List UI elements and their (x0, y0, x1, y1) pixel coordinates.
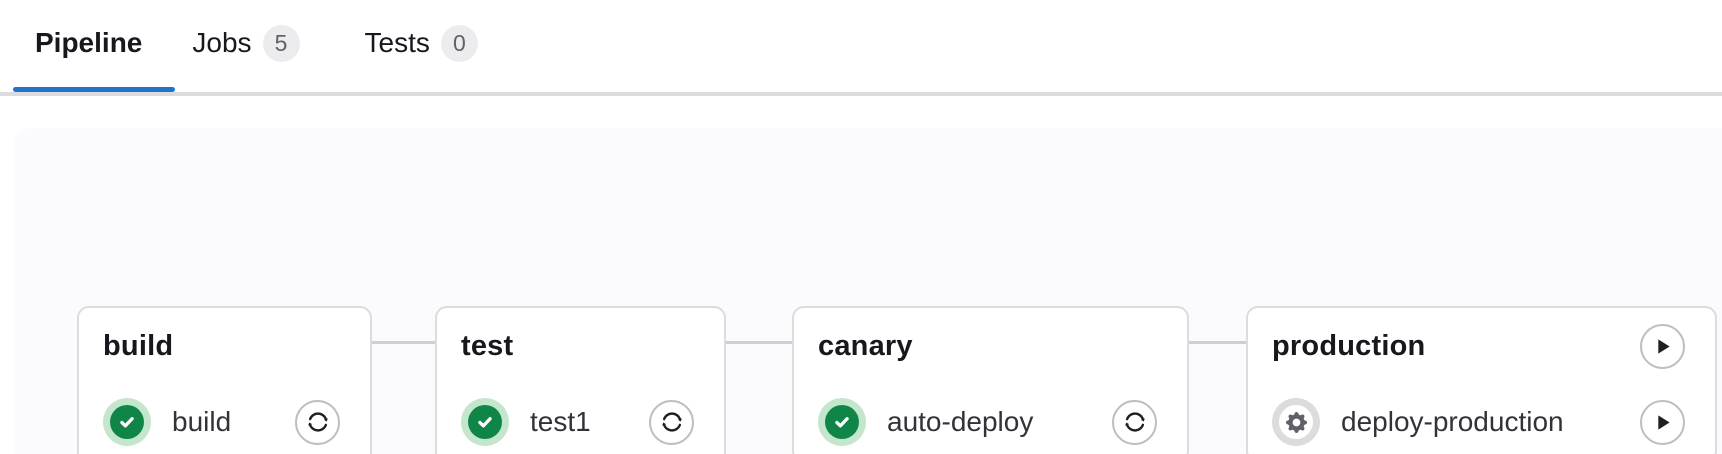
job-link-auto-deploy[interactable]: auto-deploy (887, 406, 1034, 437)
retry-icon (1124, 412, 1145, 432)
job-row-auto-deploy[interactable]: auto-deploy (818, 398, 1157, 446)
status-success-icon (103, 398, 151, 446)
play-icon (1658, 414, 1670, 430)
retry-icon (661, 412, 682, 432)
stage-card-test: test test1 (435, 306, 726, 454)
gear-icon (1285, 411, 1307, 433)
tab-jobs-label: Jobs (192, 27, 252, 58)
job-link-build[interactable]: build (172, 406, 232, 437)
status-success-icon (818, 398, 866, 446)
tab-jobs[interactable]: Jobs 5 (192, 24, 300, 62)
job-row-build[interactable]: build (103, 398, 340, 446)
stage-connector-build-test (370, 341, 437, 344)
stage-title-canary: canary (818, 329, 913, 362)
check-icon (120, 417, 134, 428)
retry-job-button[interactable] (1112, 399, 1157, 445)
stage-title-test: test (461, 329, 514, 362)
tab-pipeline[interactable]: Pipeline (35, 27, 142, 59)
play-all-manual-jobs-button[interactable] (1640, 323, 1685, 369)
job-link-test1[interactable]: test1 (530, 406, 591, 437)
tab-pipeline-label: Pipeline (35, 27, 143, 58)
stage-connector-test-canary (724, 341, 794, 344)
stage-card-build: build build (77, 306, 372, 454)
pipeline-graph-panel: build build (14, 128, 1722, 454)
job-link-deploy-production[interactable]: deploy-production (1341, 406, 1564, 437)
check-icon (835, 417, 849, 428)
status-success-icon (461, 398, 509, 446)
retry-job-button[interactable] (295, 399, 340, 445)
tests-count-badge: 0 (440, 24, 478, 62)
check-icon (478, 417, 492, 428)
play-job-button[interactable] (1640, 399, 1685, 445)
stage-title-production: production (1272, 329, 1426, 362)
tab-tests[interactable]: Tests 0 (364, 24, 478, 62)
play-icon (1658, 338, 1670, 354)
stage-card-production: production deploy-production (1246, 306, 1717, 454)
job-row-test1[interactable]: test1 (461, 398, 694, 446)
stage-card-canary: canary auto-deploy (792, 306, 1189, 454)
pipeline-tab-bar: Pipeline Jobs 5 Tests 0 (0, 0, 1722, 96)
tab-tests-label: Tests (364, 27, 430, 58)
stage-title-build: build (103, 329, 174, 362)
retry-icon (307, 412, 328, 432)
retry-job-button[interactable] (649, 399, 694, 445)
active-tab-indicator (13, 87, 175, 92)
tab-bar-divider (0, 92, 1722, 96)
stage-connector-canary-production (1187, 341, 1248, 344)
jobs-count-badge: 5 (262, 24, 300, 62)
status-manual-icon (1272, 398, 1320, 446)
job-row-deploy-production[interactable]: deploy-production (1272, 398, 1685, 446)
